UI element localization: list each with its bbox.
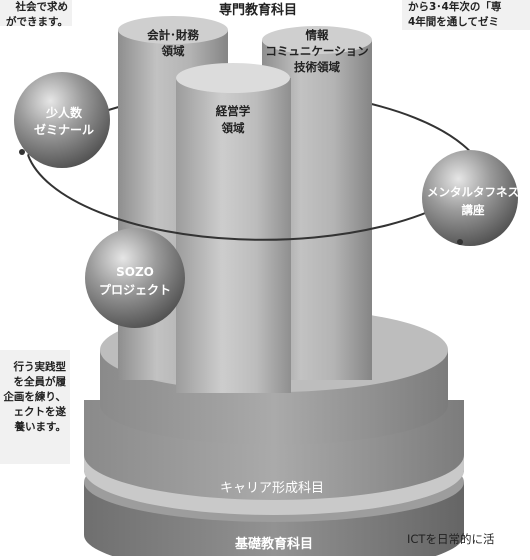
sphere-sozo-label-1: SOZO <box>116 265 154 279</box>
pillar-management-label-1: 経営学 <box>216 104 251 118</box>
sphere-mental-label-1: メンタルタフネス <box>427 185 519 199</box>
note-bottom-left-line-4: ェクトを遂 <box>13 406 67 418</box>
note-bottom-left: 行う実践型 を全員が履 企画を練り、 ェクトを遂 養います。 <box>0 350 70 464</box>
pillar-management <box>176 63 291 393</box>
note-top-left-line-1: 社会で求め <box>15 1 69 13</box>
note-bottom-right: ICTを日常的に活 <box>395 530 530 556</box>
note-bottom-left-line-5: 養います。 <box>14 421 66 433</box>
pillar-info-label-1: 情報 <box>305 28 329 42</box>
sphere-seminar-label-2: ゼミナール <box>34 122 94 137</box>
sphere-seminar-label-1: 少人数 <box>45 105 83 120</box>
pillar-info-label-3: 技術領域 <box>294 60 340 74</box>
note-top-right-line-2: 4年間を通してゼミ <box>408 16 499 28</box>
foundation-label: 基礎教育科目 <box>234 536 313 552</box>
pillar-management-label-2: 領域 <box>221 121 245 135</box>
pillar-accounting-label-1: 会計･財務 <box>146 28 199 42</box>
pillar-info-label-2: コミュニケーション <box>265 44 368 58</box>
note-bottom-left-line-3: 企画を練り、 <box>3 391 66 403</box>
note-bottom-left-line-1: 行う実践型 <box>13 361 67 373</box>
note-top-right-line-1: から3･4年次の「専 <box>408 1 502 13</box>
sphere-mental <box>422 150 518 246</box>
sphere-mental-label-2: 講座 <box>462 203 485 217</box>
sphere-sozo <box>85 228 185 328</box>
career-label: キャリア形成科目 <box>220 481 324 496</box>
sphere-seminar <box>14 72 110 168</box>
note-top-left-line-2: ができます。 <box>6 16 68 28</box>
pillar-accounting-label-2: 領域 <box>161 44 185 58</box>
note-bottom-right-line: ICTを日常的に活 <box>407 532 495 546</box>
note-top-left: 社会で求め ができます。 <box>0 0 72 28</box>
note-top-right: から3･4年次の「専 4年間を通してゼミ <box>402 0 530 30</box>
specialty-title: 専門教育科目 <box>219 2 297 18</box>
note-bottom-left-line-2: を全員が履 <box>13 376 67 388</box>
sphere-sozo-label-2: プロジェクト <box>99 282 171 297</box>
